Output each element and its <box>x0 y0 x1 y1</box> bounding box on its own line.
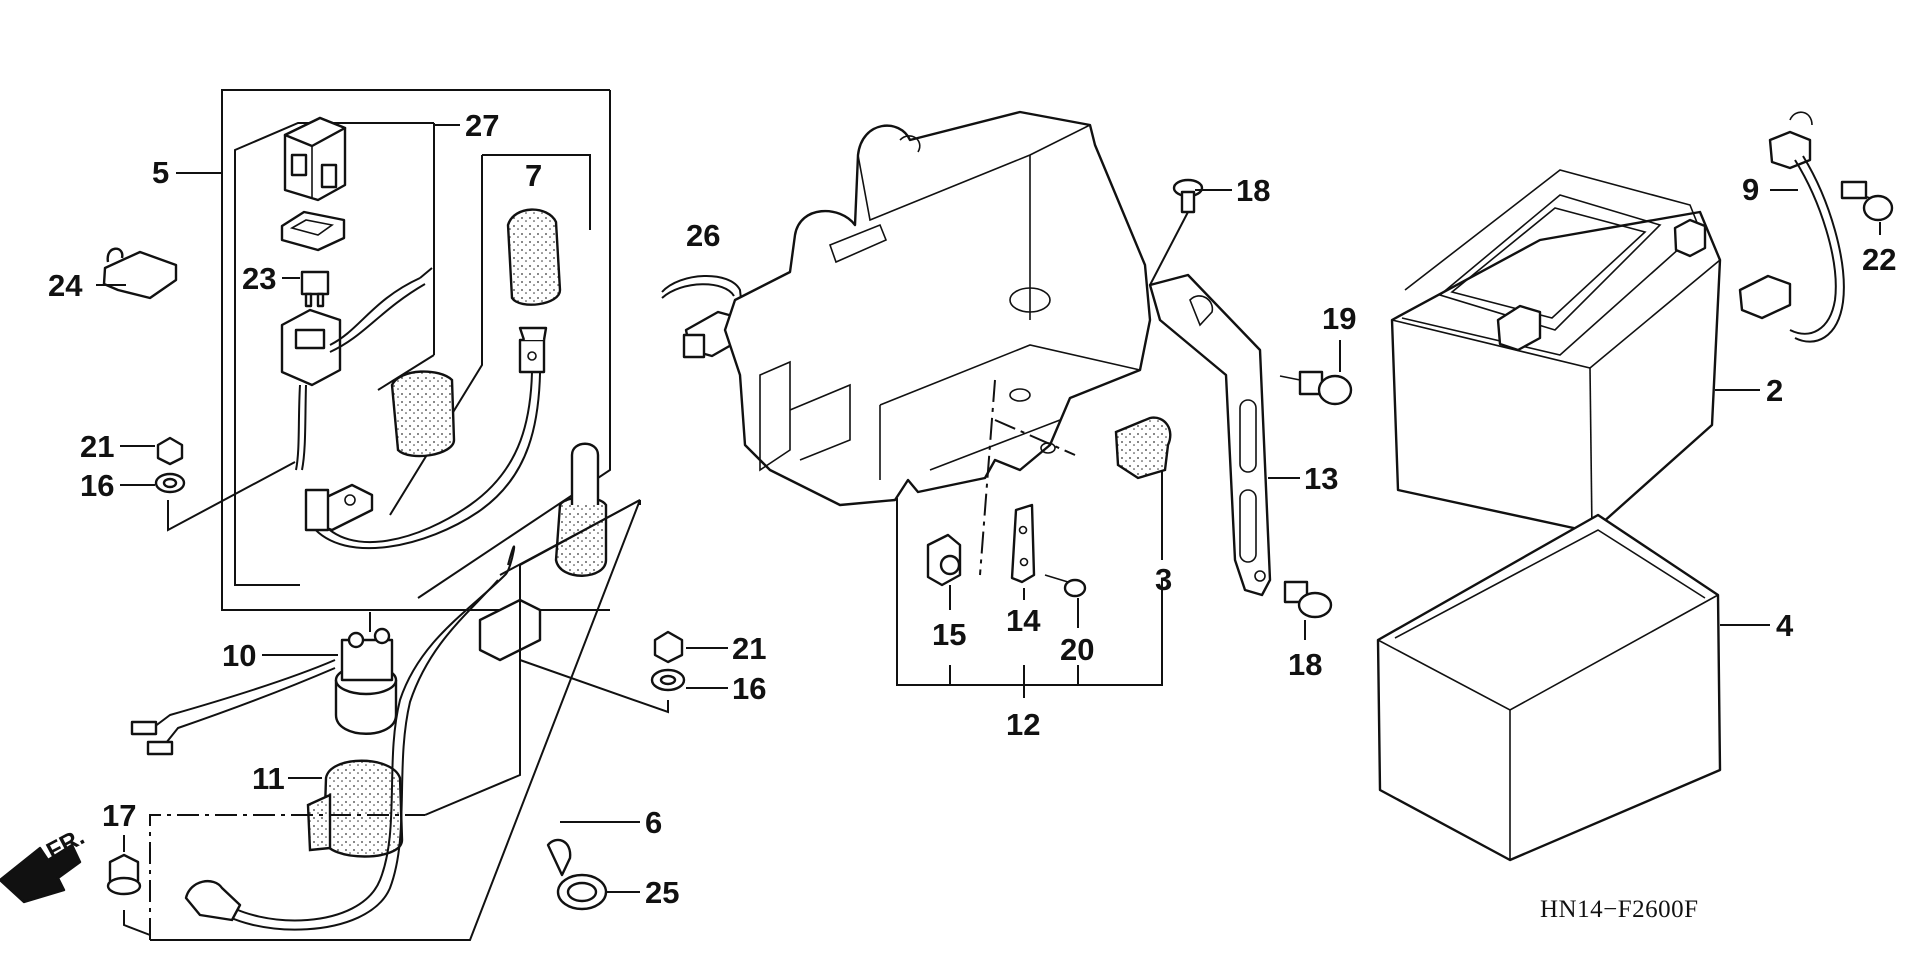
cable-terminal <box>304 483 374 532</box>
group-bracket-7 <box>482 154 591 230</box>
callout-13: 13 <box>1304 461 1338 496</box>
bracket-13 <box>1148 273 1272 597</box>
callout-2: 2 <box>1766 373 1783 408</box>
plate-14 <box>1010 503 1036 584</box>
diagram-code: HN14−F2600F <box>1540 896 1699 923</box>
callout-12: 12 <box>1006 707 1040 742</box>
callout-14: 14 <box>1006 603 1041 638</box>
callout-25: 25 <box>645 875 679 910</box>
callout-9: 9 <box>1742 172 1759 207</box>
callout-21-right: 21 <box>732 631 766 666</box>
clip-24 <box>102 247 178 300</box>
starter-relay <box>130 612 398 756</box>
callout-16-right: 16 <box>732 671 766 706</box>
callout-18-top: 18 <box>1236 173 1270 208</box>
nut-21-left <box>156 436 184 466</box>
callout-3: 3 <box>1155 562 1172 597</box>
terminal-cover <box>390 370 456 458</box>
bolt-19 <box>1279 370 1353 406</box>
battery-box-group <box>661 110 1353 698</box>
bolt-18-top <box>1172 178 1204 214</box>
callout-4: 4 <box>1776 608 1794 643</box>
group-bracket-27 <box>234 122 434 586</box>
callout-18-bottom: 18 <box>1288 647 1322 682</box>
callout-16-left: 16 <box>80 468 114 503</box>
relay-rubber-11 <box>322 759 404 858</box>
relay-seal <box>280 210 346 252</box>
screw-20 <box>1044 574 1087 598</box>
callout-15: 15 <box>932 617 966 652</box>
leader-lines <box>96 124 1760 893</box>
group-bracket-12 <box>896 498 1163 686</box>
washer-16-right <box>650 668 686 692</box>
negative-cable-9 <box>1738 111 1845 343</box>
battery-group <box>1376 111 1894 862</box>
callout-10: 10 <box>222 638 256 673</box>
cushion-3 <box>1114 416 1172 480</box>
washer-16-left <box>154 472 186 494</box>
callout-6: 6 <box>645 805 662 840</box>
callout-7: 7 <box>525 158 542 193</box>
front-arrow: FR. <box>0 823 89 904</box>
clamp-25 <box>546 838 608 911</box>
battery-case <box>1376 513 1722 862</box>
callout-27: 27 <box>465 108 499 143</box>
callout-22: 22 <box>1862 242 1896 277</box>
fuse <box>300 270 330 308</box>
clip-15 <box>926 533 962 587</box>
nut-17 <box>106 853 142 896</box>
terminal-cap-7 <box>506 208 562 306</box>
callouts: 27 5 7 24 23 21 16 10 11 17 6 25 21 16 2… <box>48 108 1896 910</box>
callout-11: 11 <box>252 761 285 796</box>
group-bracket-5-right <box>417 90 611 599</box>
callout-20: 20 <box>1060 632 1094 667</box>
callout-24: 24 <box>48 268 83 303</box>
callout-26: 26 <box>686 218 720 253</box>
callout-5: 5 <box>152 155 169 190</box>
positive-cable <box>311 326 548 550</box>
battery <box>1390 169 1722 534</box>
group-bracket-6 <box>149 814 425 940</box>
battery-box <box>723 110 1152 576</box>
relay <box>283 116 347 202</box>
harness-group: FR. <box>0 89 686 941</box>
callout-23: 23 <box>242 261 276 296</box>
callout-21-left: 21 <box>80 429 114 464</box>
main-cable-6 <box>184 442 608 931</box>
group-bracket-5 <box>221 89 610 611</box>
harness-connector <box>280 267 433 471</box>
bolt-22 <box>1840 180 1894 222</box>
nut-21-right <box>653 630 684 664</box>
bolt-18-bottom <box>1283 580 1333 619</box>
callout-17: 17 <box>102 798 136 833</box>
callout-19: 19 <box>1322 301 1356 336</box>
